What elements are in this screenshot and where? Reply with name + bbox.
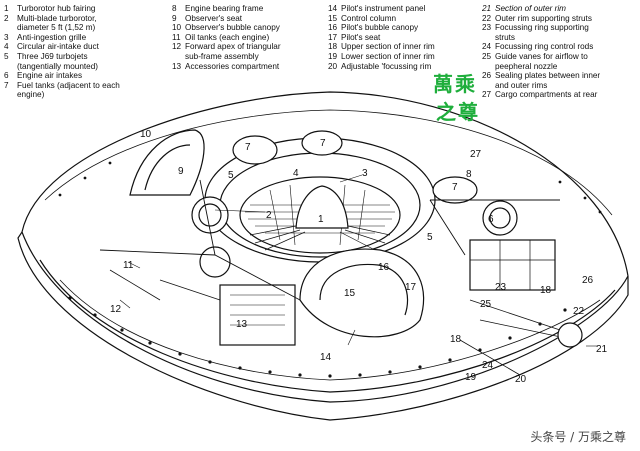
callout-2: 2	[266, 210, 272, 221]
callout-8: 8	[466, 169, 472, 180]
fuel-tank	[232, 135, 278, 165]
callout-20: 20	[515, 374, 527, 385]
callout-9: 9	[178, 166, 184, 177]
callout-23: 23	[495, 282, 507, 293]
fuel-tank	[432, 176, 478, 204]
callout-7: 7	[245, 142, 251, 153]
callout-24: 24	[482, 360, 494, 371]
callout-5: 5	[228, 170, 234, 181]
watermark-logo-line2: 之尊	[436, 100, 480, 124]
callout-16: 16	[378, 262, 390, 273]
callout-7-c: 7	[452, 182, 458, 193]
callout-1: 1	[318, 214, 324, 225]
callout-7-b: 7	[320, 138, 326, 149]
callout-19: 19	[465, 372, 477, 383]
leader-lines	[119, 174, 598, 347]
engine-intake	[199, 246, 231, 278]
engine-left	[191, 196, 229, 234]
callout-12: 12	[110, 304, 122, 315]
engine-right	[482, 200, 518, 236]
callout-15: 15	[344, 288, 356, 299]
callout-17: 17	[405, 282, 417, 293]
callout-5-right: 5	[427, 232, 433, 243]
callout-11: 11	[123, 260, 134, 271]
callout-4: 4	[293, 168, 299, 179]
cargo-compartment	[469, 239, 556, 291]
callout-21: 21	[596, 344, 608, 355]
watermark-logo-line1: 萬乘	[433, 72, 477, 96]
callout-10: 10	[140, 129, 152, 140]
rotor-blades	[249, 225, 391, 251]
fuel-tank	[301, 130, 343, 156]
rivet-row	[58, 161, 602, 378]
outer-hull	[17, 230, 629, 421]
callout-25: 25	[480, 299, 492, 310]
callout-13: 13	[236, 319, 248, 330]
callout-18-b: 18	[540, 285, 552, 296]
callout-6: 6	[488, 214, 494, 225]
callout-18: 18	[450, 334, 462, 345]
callout-22: 22	[573, 306, 585, 317]
callout-27: 27	[470, 149, 482, 160]
callout-3: 3	[362, 168, 368, 179]
watermark-footer: 头条号 / 万乘之尊	[530, 430, 626, 444]
callout-14: 14	[320, 352, 332, 363]
callout-26: 26	[582, 275, 594, 286]
hub-fairing	[295, 185, 349, 229]
